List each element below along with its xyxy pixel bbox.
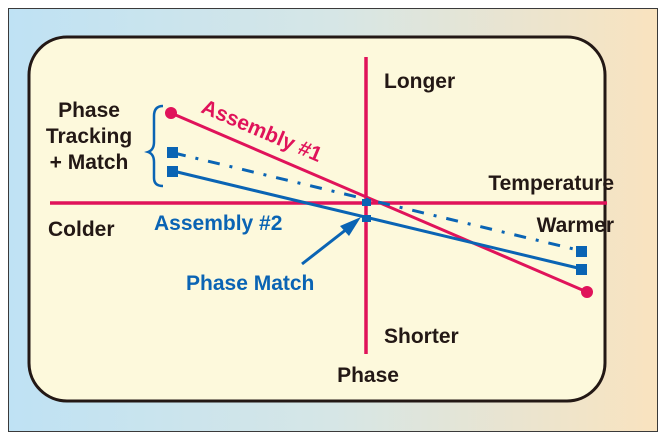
shorter-label: Shorter [384,325,459,348]
assembly2-line [172,169,583,271]
diagram-panel [27,35,607,403]
intersection-marker [362,199,371,206]
assembly2-tracking-start-square-marker [167,147,178,158]
warmer-label: Warmer [537,214,614,237]
assembly1-end-circle-marker [581,286,593,298]
temperature-label: Temperature [488,172,614,195]
phase-match-arrow-line [301,223,353,266]
phase-tracking-label-line2: Tracking [46,125,132,148]
phase-tracking-label-line3: + Match [50,151,129,174]
colder-label: Colder [48,218,115,241]
phase-match-marker [362,215,371,222]
longer-label: Longer [384,70,455,93]
assembly2-tracking-end-square-marker [576,246,587,257]
arrow-icon [340,217,361,236]
phase-axis-label: Phase [337,364,399,387]
phase-tracking-label-line1: Phase [58,99,120,122]
assembly1-start-circle-marker [165,107,177,119]
assembly2-start-square-marker [167,166,178,177]
phase-match-label: Phase Match [186,272,314,295]
assembly2-label: Assembly #2 [154,212,282,235]
curly-brace-icon [144,104,164,188]
assembly2-end-square-marker [576,264,587,275]
